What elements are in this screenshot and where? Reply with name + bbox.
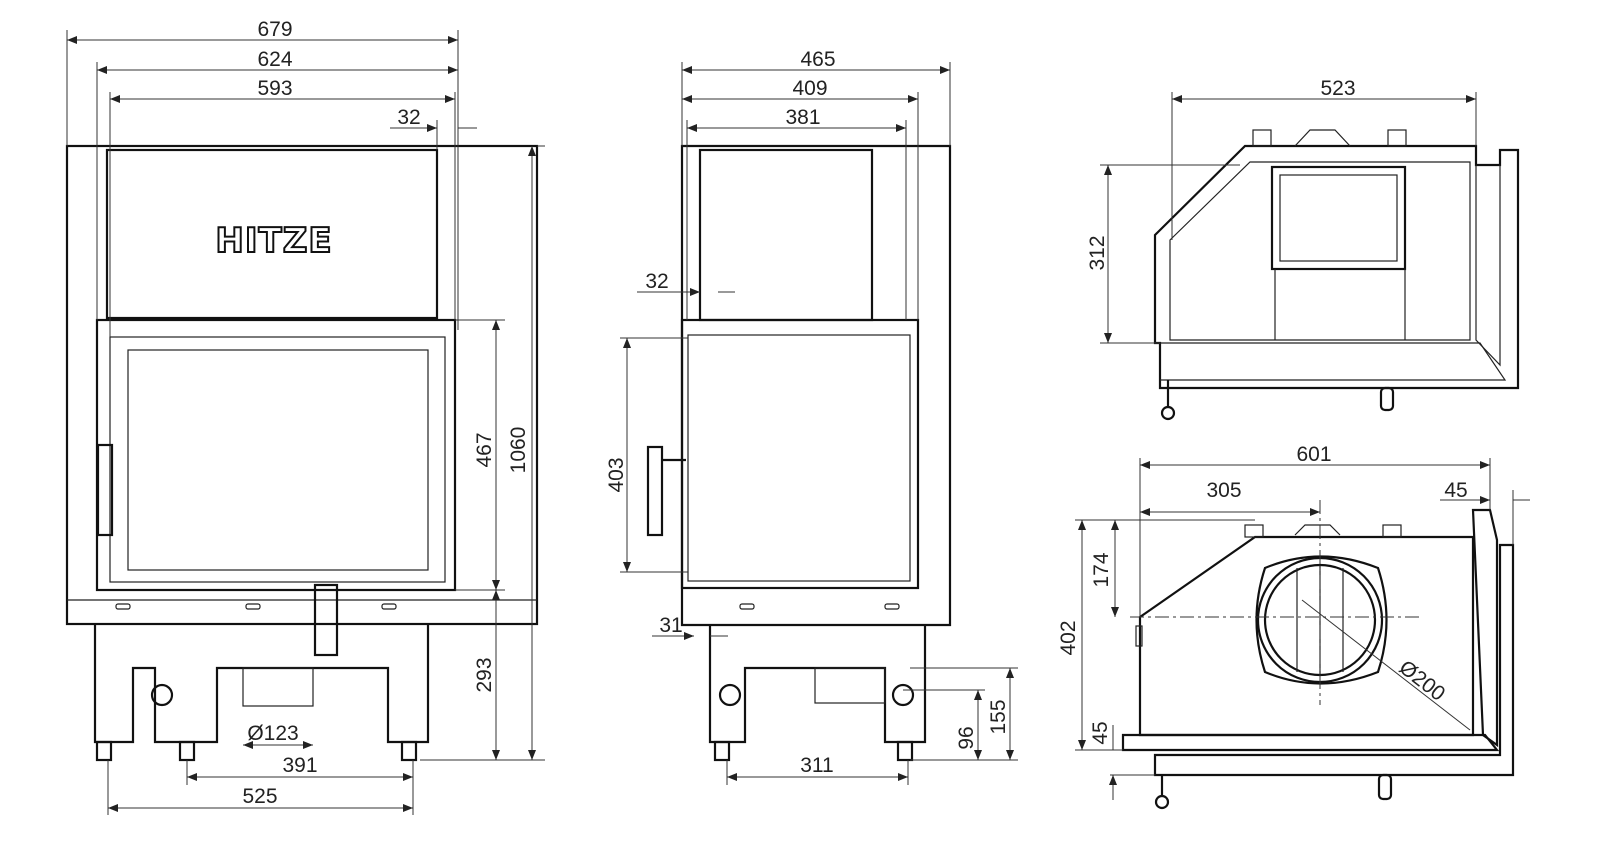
dim-312: 312 [1086, 235, 1109, 270]
dim-96: 96 [955, 726, 978, 749]
bottom-view: 601 305 45 174 402 45 Ø200 [1057, 443, 1530, 810]
door-handle [96, 443, 114, 537]
dim-409: 409 [792, 77, 827, 100]
dim-1060: 1060 [507, 427, 530, 474]
dim-402: 402 [1057, 620, 1080, 655]
dim-391: 391 [282, 754, 317, 777]
dim-601: 601 [1296, 443, 1331, 466]
dim-45-top: 45 [1444, 479, 1467, 502]
dim-523: 523 [1320, 77, 1355, 100]
dim-403: 403 [605, 457, 628, 492]
dim-305: 305 [1206, 479, 1241, 502]
dim-32-side: 32 [645, 270, 668, 293]
side-view: 465 409 381 32 403 31 311 96 155 [605, 48, 1018, 785]
flue-flange [1255, 555, 1388, 685]
top-view: 523 312 [1086, 77, 1520, 421]
dim-311: 311 [800, 754, 833, 777]
dim-467: 467 [473, 432, 496, 467]
dim-45-side: 45 [1089, 721, 1112, 744]
dim-624: 624 [257, 48, 292, 71]
dim-174: 174 [1090, 552, 1113, 587]
dim-465: 465 [800, 48, 835, 71]
dim-381: 381 [785, 106, 820, 129]
dim-d200: Ø200 [1395, 656, 1450, 706]
dim-293: 293 [473, 657, 496, 692]
dim-31: 31 [659, 614, 682, 637]
door-handle-side [646, 445, 664, 537]
grate [1270, 165, 1407, 271]
dim-525: 525 [242, 785, 277, 808]
dim-d123: Ø123 [247, 722, 298, 745]
dim-155: 155 [987, 699, 1010, 734]
dim-679: 679 [257, 18, 292, 41]
dim-593: 593 [257, 77, 292, 100]
front-view: HITZE 679 624 593 32 1060 467 293 Ø123 3… [65, 18, 545, 815]
dim-32: 32 [397, 106, 420, 129]
air-control [313, 583, 339, 657]
brand-logo: HITZE [215, 221, 332, 261]
